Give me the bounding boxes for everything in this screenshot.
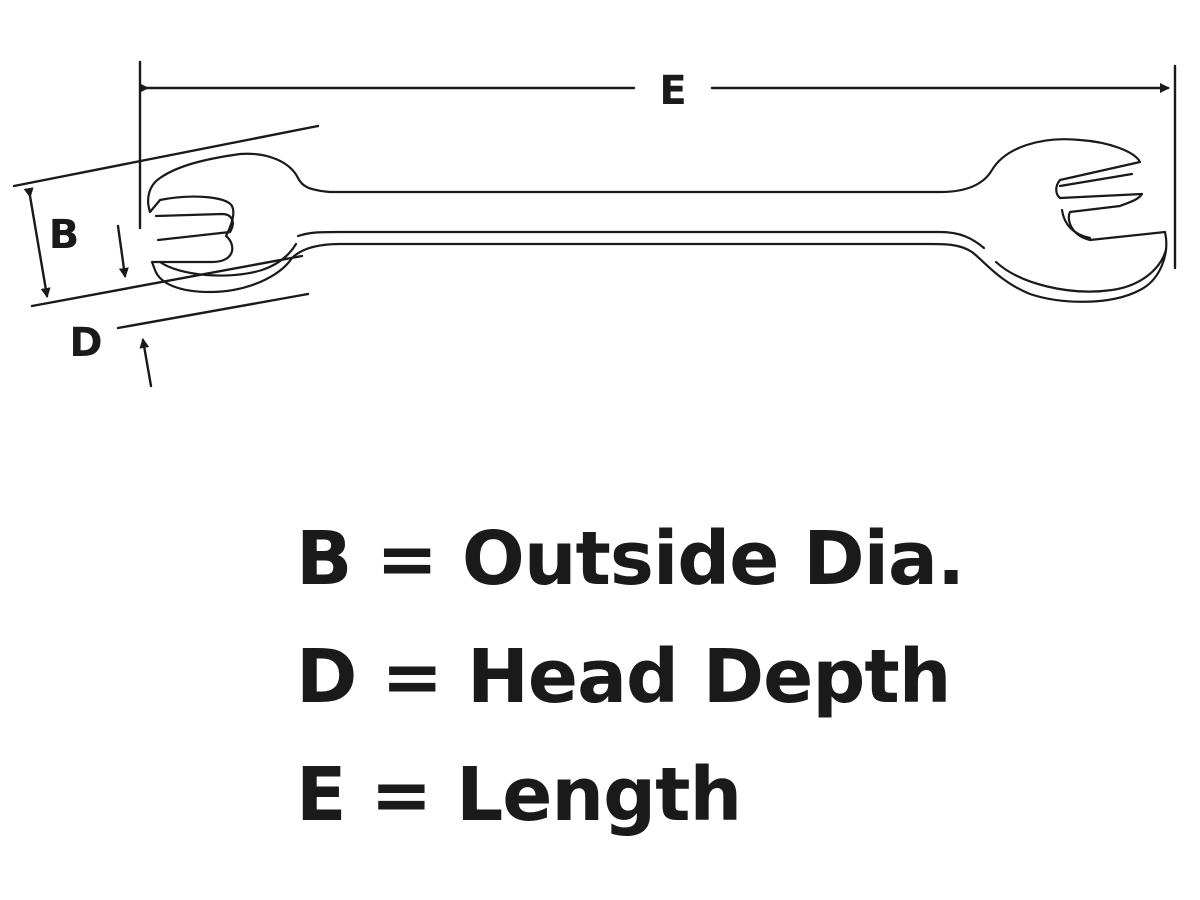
legend-head-depth: D = Head Depth: [296, 634, 951, 720]
outside-diameter-label: B: [49, 212, 80, 258]
legend-outside-diameter: B = Outside Dia.: [296, 516, 965, 602]
outside-diameter-extension-top: [12, 124, 320, 188]
length-dimension: E: [138, 60, 1177, 270]
head-depth-arrow-bottom: [139, 338, 153, 388]
head-depth-arrow-top: [116, 224, 129, 278]
wrench-left-head: [147, 138, 1168, 303]
outside-diameter-dimension: B: [12, 124, 320, 308]
wrench-left-jaw: [154, 212, 234, 242]
head-depth-label: D: [69, 320, 102, 366]
wrench-right-jaw: [1058, 172, 1134, 240]
outside-diameter-extension-bottom: [30, 254, 304, 308]
wrench-left-bevel: [158, 242, 298, 277]
wrench-handle-bevel: [296, 230, 986, 250]
wrench-right-bevel: [994, 248, 1168, 293]
head-depth-dimension: D: [69, 224, 310, 388]
outside-diameter-arrow: [23, 187, 51, 298]
length-label: E: [659, 68, 686, 114]
wrench-outline: [147, 138, 1168, 303]
dimension-legend: B = Outside Dia. D = Head Depth E = Leng…: [296, 500, 965, 854]
wrench-diagram: E B D: [12, 60, 1177, 388]
head-depth-extension: [116, 292, 310, 330]
legend-length: E = Length: [296, 752, 742, 838]
